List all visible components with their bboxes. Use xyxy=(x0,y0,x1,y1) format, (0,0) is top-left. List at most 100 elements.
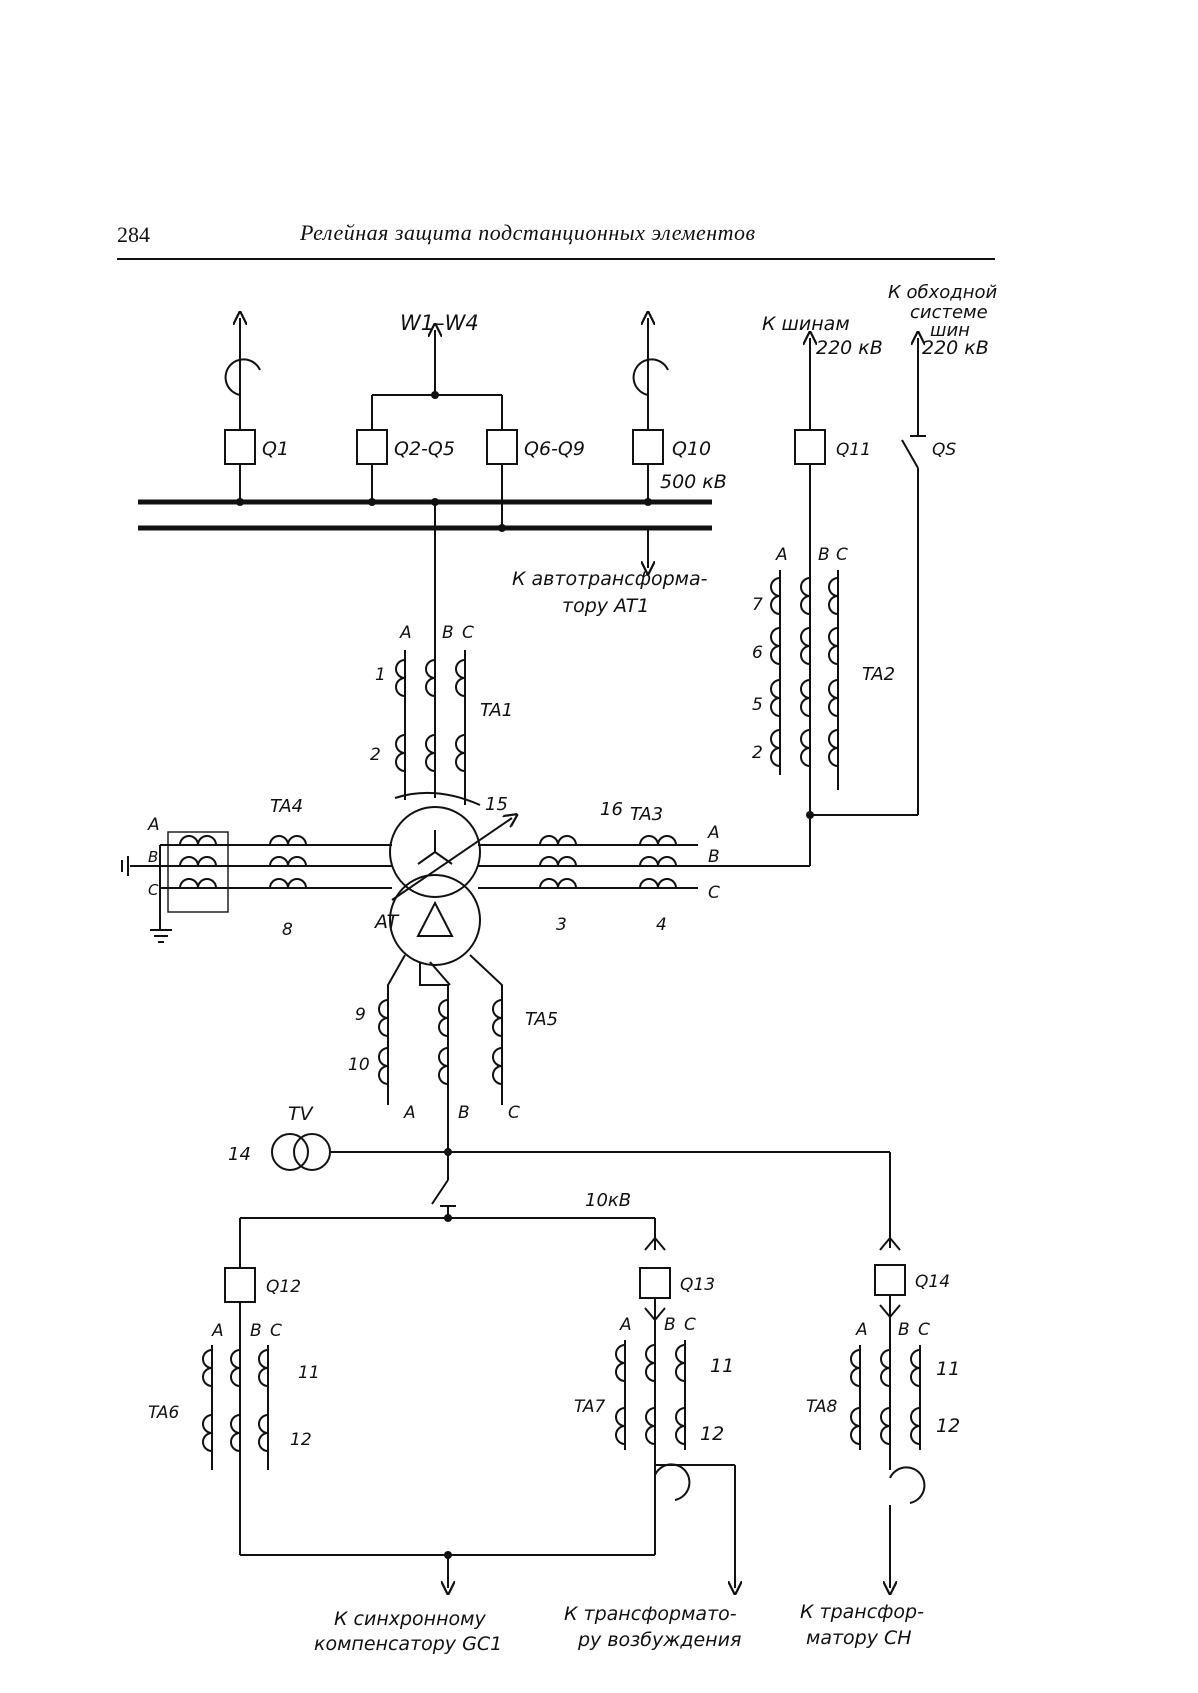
svg-text:12: 12 xyxy=(936,1415,960,1437)
reactor-q1 xyxy=(224,358,261,396)
svg-text:C: C xyxy=(836,545,848,565)
ct-coil-icon xyxy=(639,856,677,867)
ct-coil-icon xyxy=(800,627,811,665)
svg-text:C: C xyxy=(148,881,159,899)
ct-coil-icon xyxy=(770,627,781,665)
ct-coil-icon xyxy=(438,999,449,1037)
svg-text:1: 1 xyxy=(375,665,386,685)
breaker-q2-q5 xyxy=(356,429,388,465)
label-ta8: TA8 xyxy=(806,1397,837,1417)
star-icon xyxy=(417,830,453,865)
svg-text:11: 11 xyxy=(710,1355,734,1377)
svg-text:14: 14 xyxy=(228,1144,251,1165)
svg-text:2: 2 xyxy=(752,743,763,763)
page-number: 284 xyxy=(117,222,150,247)
delta-icon xyxy=(416,900,454,937)
ct-coil-icon xyxy=(455,659,466,697)
ct-coil-icon xyxy=(828,679,839,717)
label-220kv-a: 220 кВ xyxy=(816,337,883,359)
svg-text:B: B xyxy=(898,1320,910,1340)
svg-text:C: C xyxy=(508,1103,520,1123)
ct-coil-icon xyxy=(378,1047,389,1085)
caption-sn-1: К трансфор- xyxy=(800,1601,924,1623)
feeder-q11-220kv: К шинам 220 кВ Q11 QS К обходной системе… xyxy=(752,282,998,819)
ct-coil-icon xyxy=(230,1349,241,1387)
feeder-w1-w4: W1–W4 Q2-Q5 Q6-Q9 xyxy=(356,311,585,532)
label-ta6: TA6 xyxy=(148,1403,179,1423)
feeder-q1: Q1 xyxy=(224,318,289,506)
label-to-at1-2: тору AT1 xyxy=(562,595,649,617)
svg-text:B: B xyxy=(250,1321,262,1341)
svg-text:10: 10 xyxy=(348,1055,370,1075)
current-transformers-ta3-ta4: 16 TA3 A B C 3 4 xyxy=(478,799,811,935)
ct-coil-icon xyxy=(395,734,406,772)
disconnector-10kv xyxy=(431,1179,449,1205)
current-transformer-ta5: 9 10 TA5 A B C xyxy=(348,954,558,1123)
neutral-ct-box xyxy=(167,831,229,913)
svg-text:C: C xyxy=(270,1321,282,1341)
reactor-q10 xyxy=(632,358,669,396)
ct-coil-icon xyxy=(828,729,839,767)
svg-text:11: 11 xyxy=(936,1358,960,1380)
label-obhod-3: шин xyxy=(930,320,970,341)
svg-text:B: B xyxy=(708,847,720,867)
label-ta4: TA4 xyxy=(270,796,303,817)
ct-coil-icon xyxy=(675,1407,686,1445)
ct-coil-icon xyxy=(828,627,839,665)
ct-coil-icon xyxy=(770,577,781,615)
svg-text:A: A xyxy=(399,623,412,643)
ct-coil-icon xyxy=(492,1047,503,1085)
svg-text:C: C xyxy=(918,1320,930,1340)
ct-coil-icon xyxy=(645,1407,656,1445)
svg-text:C: C xyxy=(462,623,474,643)
ct-coil-icon xyxy=(910,1349,921,1387)
breaker-q11 xyxy=(794,429,826,465)
ct-coil-icon xyxy=(615,1344,626,1382)
label-q14: Q14 xyxy=(915,1272,950,1292)
page-title: Релейная защита подстанционных элементов xyxy=(300,220,756,245)
label-q6-q9: Q6-Q9 xyxy=(524,438,585,460)
ct-coil-icon xyxy=(800,729,811,767)
ct-coil-icon xyxy=(492,999,503,1037)
svg-text:A: A xyxy=(855,1320,868,1340)
breaker-q12 xyxy=(224,1267,256,1303)
ct-coil-icon xyxy=(770,729,781,767)
breaker-q10 xyxy=(632,429,664,465)
label-obhod-1: К обходной xyxy=(888,282,998,303)
svg-text:C: C xyxy=(684,1315,696,1335)
svg-text:15: 15 xyxy=(485,794,508,815)
svg-text:5: 5 xyxy=(752,695,763,715)
svg-text:B: B xyxy=(458,1103,470,1123)
tap-changer-arrow xyxy=(391,818,512,901)
label-ta3: TA3 xyxy=(630,804,663,825)
label-at: AT xyxy=(373,911,400,933)
svg-text:16: 16 xyxy=(600,799,623,820)
svg-text:A: A xyxy=(211,1321,224,1341)
current-transformer-ta2 xyxy=(770,570,839,790)
at-winding-star xyxy=(389,806,481,898)
svg-text:B: B xyxy=(442,623,454,643)
label-q1: Q1 xyxy=(262,438,289,460)
label-q12: Q12 xyxy=(266,1277,301,1297)
svg-text:12: 12 xyxy=(700,1423,724,1445)
svg-text:2: 2 xyxy=(370,745,381,765)
ct-coil-icon xyxy=(258,1349,269,1387)
ct-coil-icon xyxy=(800,577,811,615)
caption-sn-2: матору СН xyxy=(806,1627,912,1649)
ct-coil-icon xyxy=(850,1407,861,1445)
breaker-q14 xyxy=(874,1264,906,1296)
label-10kv: 10кВ xyxy=(585,1190,631,1211)
ct-coil-icon xyxy=(438,1047,449,1085)
ct-coil-icon xyxy=(539,878,577,889)
svg-text:A: A xyxy=(403,1103,416,1123)
label-500kv: 500 кВ xyxy=(660,471,727,493)
label-tv: TV xyxy=(288,1103,315,1125)
switchgear-10kv: 10кВ Q12 Q13 Q14 xyxy=(148,1152,960,1588)
label-ta5: TA5 xyxy=(525,1009,558,1030)
svg-text:11: 11 xyxy=(298,1363,320,1383)
svg-text:B: B xyxy=(148,848,158,866)
label-ta2: TA2 xyxy=(862,664,895,685)
ct-coil-icon xyxy=(269,856,307,867)
svg-text:C: C xyxy=(708,883,720,903)
